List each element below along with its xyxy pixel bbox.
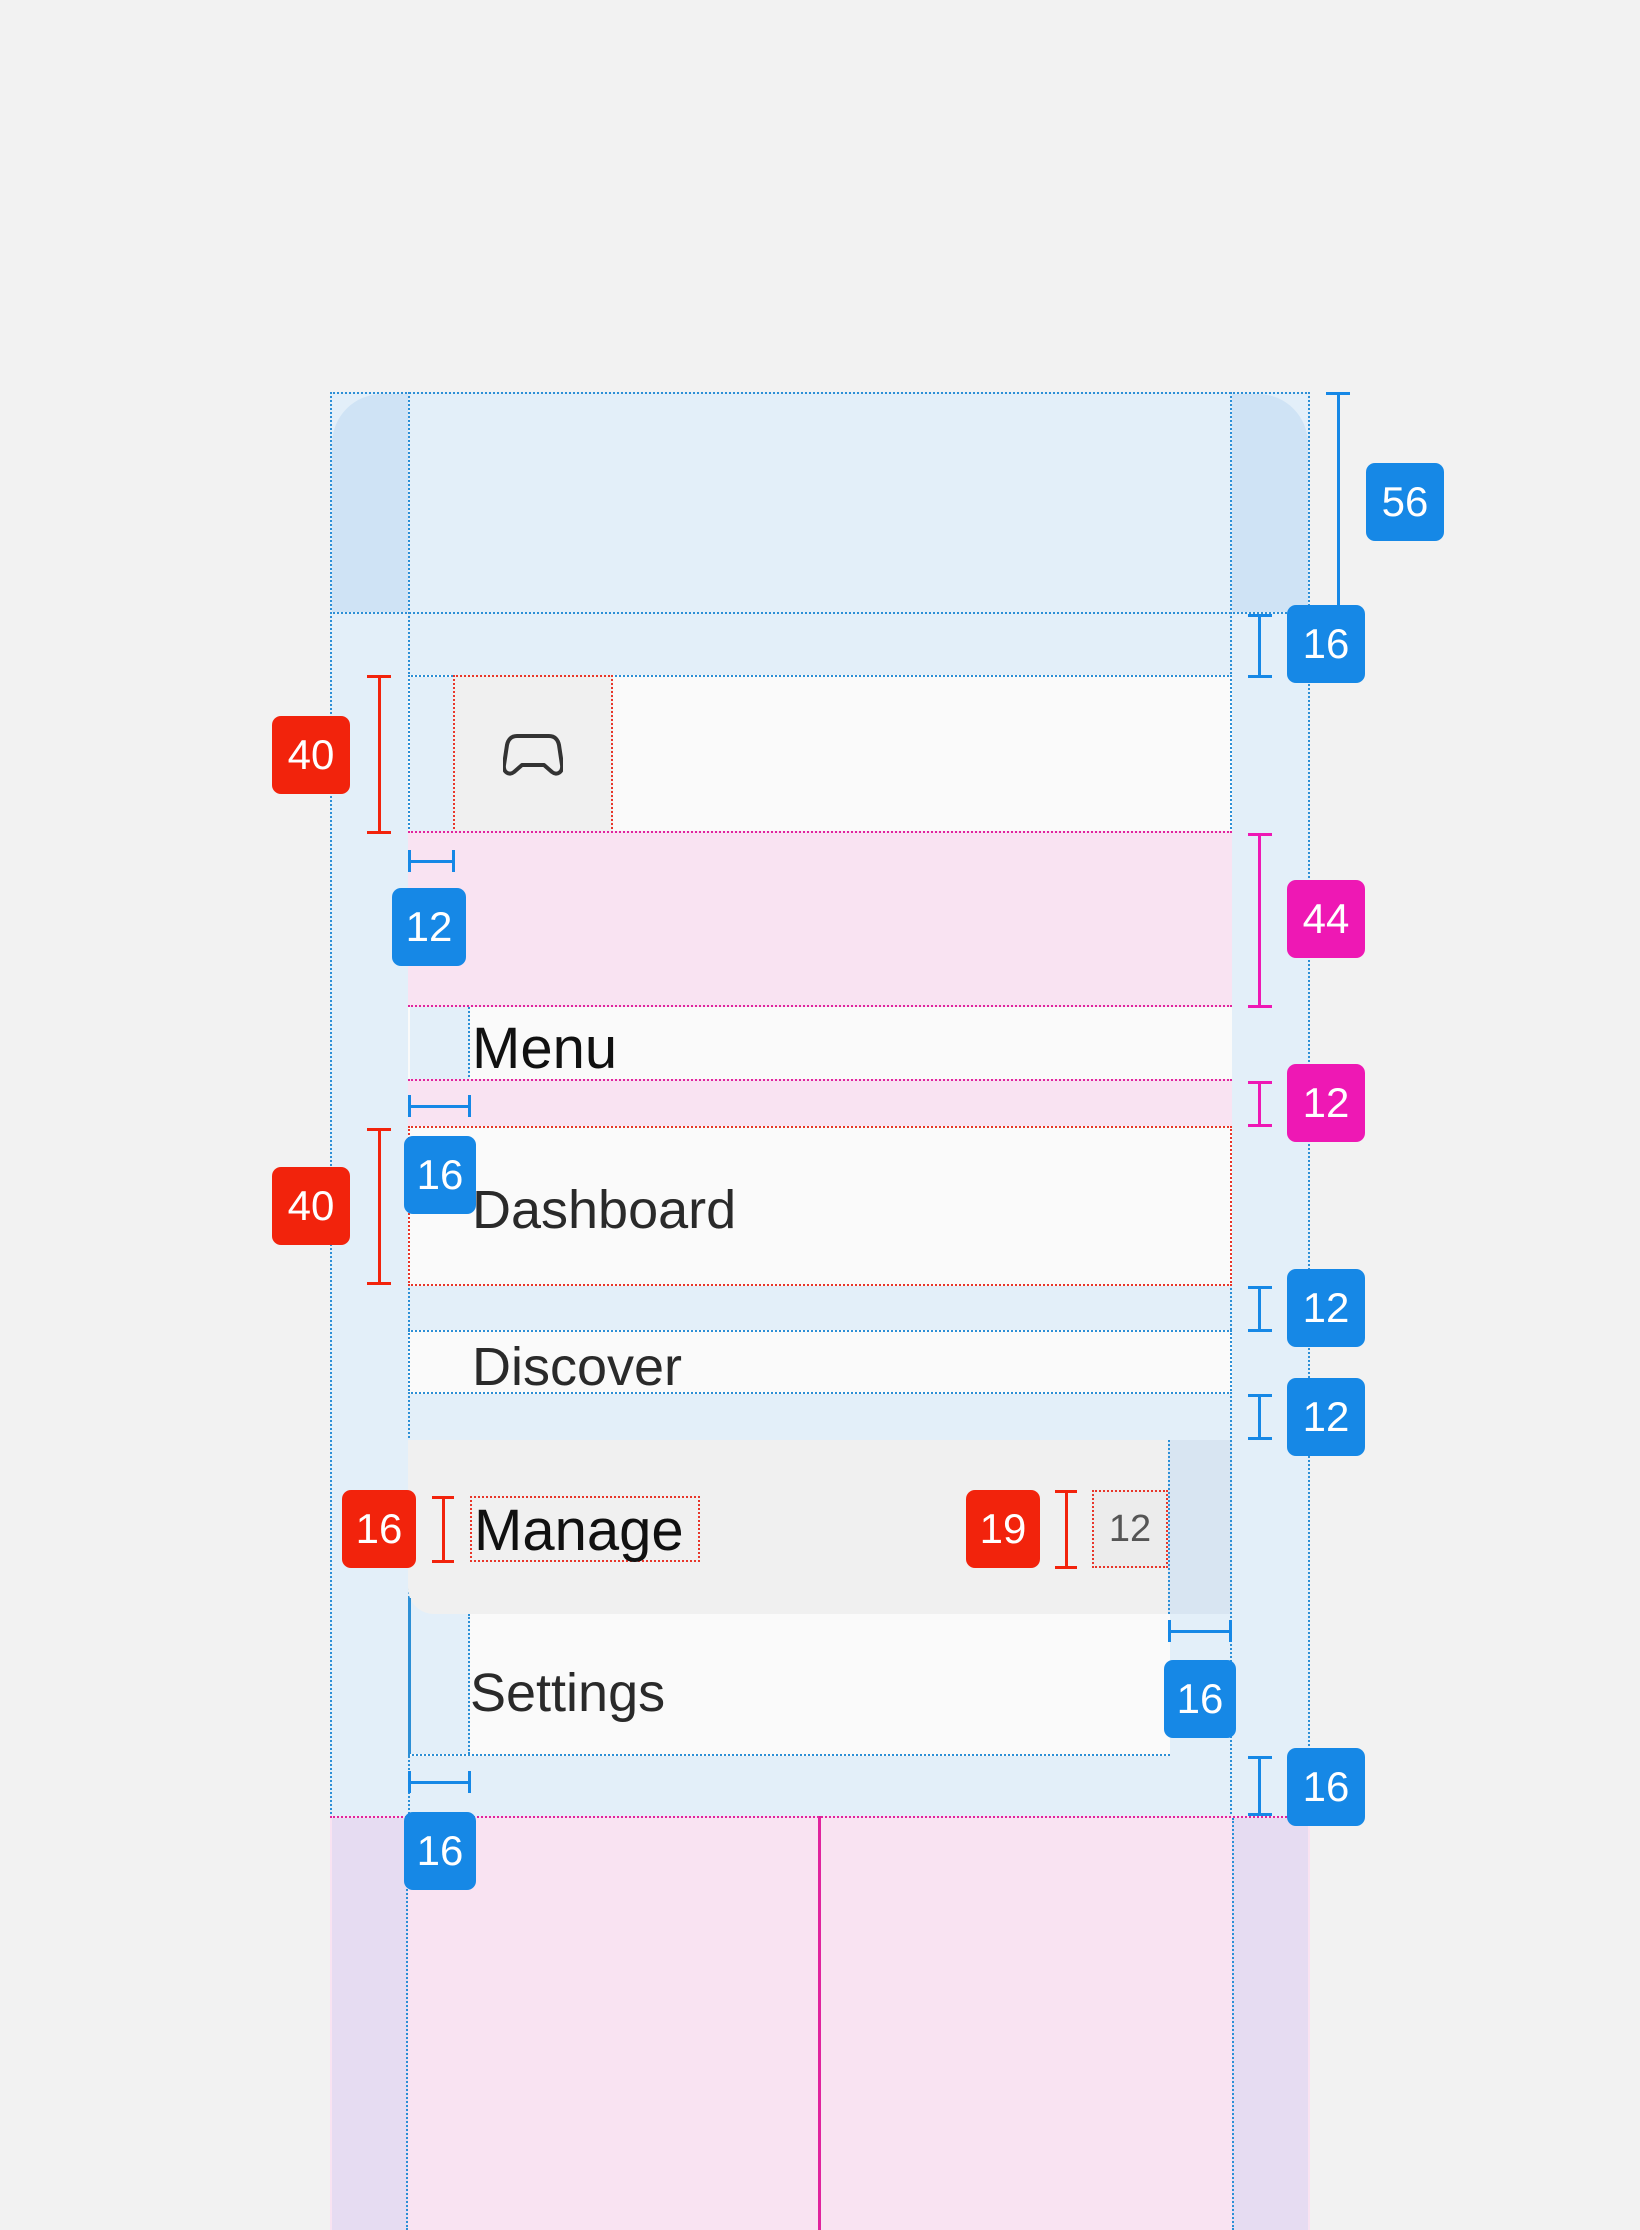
measure-logo-height-line xyxy=(378,675,381,833)
badge-bottom-inset: 16 xyxy=(404,1812,476,1890)
measure-section-gap-line xyxy=(1258,833,1261,1007)
header-right-padding xyxy=(1232,394,1308,612)
measure-bottom-gap-cap-bottom xyxy=(1248,1813,1272,1816)
measure-header-gap-cap-bottom xyxy=(1248,675,1272,678)
logo-box[interactable] xyxy=(453,675,613,833)
measure-heading-gap-line xyxy=(1258,1081,1261,1127)
badge-count-inset: 16 xyxy=(1164,1660,1236,1738)
measure-item-height-cap-bottom xyxy=(367,1282,391,1285)
heading-row xyxy=(408,1007,1232,1081)
nav-item-manage-label: Manage xyxy=(474,1498,684,1563)
badge-logo-inset: 12 xyxy=(392,888,466,966)
nav-item-discover-label: Discover xyxy=(472,1337,683,1397)
measure-item-inset-line xyxy=(408,1105,470,1108)
content-left-padding xyxy=(332,1818,408,2230)
section-heading: Menu xyxy=(472,1016,618,1081)
measure-item-gap2-cap-bottom xyxy=(1248,1437,1272,1440)
measure-item-inset-cap-left xyxy=(408,1095,411,1117)
manage-label-box: Manage xyxy=(470,1496,700,1562)
measure-item-gap1-line xyxy=(1258,1286,1261,1332)
measure-item-inset-cap-right xyxy=(468,1095,471,1117)
manage-count-box: 12 xyxy=(1092,1490,1168,1568)
measure-count-inset-line xyxy=(1168,1630,1232,1633)
measure-header-gap-cap-top xyxy=(1248,614,1272,617)
measure-logo-height-cap-bottom xyxy=(367,831,391,834)
sidebar-header xyxy=(330,392,1310,614)
measure-count-height-cap-bottom xyxy=(1055,1566,1077,1569)
measure-logo-inset-cap-right xyxy=(452,850,455,872)
badge-item-gap1: 12 xyxy=(1287,1269,1365,1347)
measure-logo-inset-cap-left xyxy=(408,850,411,872)
measure-header-height-cap xyxy=(1326,392,1350,395)
measure-item-gap2-cap-top xyxy=(1248,1394,1272,1397)
measure-bottom-gap-cap-top xyxy=(1248,1756,1272,1759)
measure-bottom-inset-line xyxy=(408,1781,470,1784)
header-gap-region xyxy=(408,612,1232,678)
badge-section-gap: 44 xyxy=(1287,880,1365,958)
measure-header-height-line xyxy=(1337,392,1340,612)
measure-section-gap-cap-top xyxy=(1248,833,1272,836)
measure-label-height-cap-top xyxy=(432,1496,454,1499)
left-padding-guide xyxy=(330,392,410,2230)
measure-count-height-line xyxy=(1065,1490,1068,1568)
item-gap-2 xyxy=(408,1392,1232,1442)
manage-count-badge: 12 xyxy=(1108,1508,1152,1550)
logo-left-inset xyxy=(410,677,454,831)
content-right-padding xyxy=(1232,1818,1308,2230)
section-gap-region xyxy=(408,831,1232,1007)
badge-item-height: 40 xyxy=(272,1167,350,1245)
measure-heading-gap-cap-top xyxy=(1248,1081,1272,1084)
measure-count-inset-cap-left xyxy=(1168,1620,1171,1642)
badge-bottom-gap: 16 xyxy=(1287,1748,1365,1826)
nav-item-discover[interactable]: Discover xyxy=(408,1330,1232,1394)
measure-bottom-gap-line xyxy=(1258,1756,1261,1816)
manage-right-inset xyxy=(1168,1440,1232,1614)
nav-item-manage[interactable]: Manage 12 xyxy=(408,1440,1232,1614)
measure-label-height-line xyxy=(442,1496,445,1562)
item-gap-1 xyxy=(408,1284,1232,1332)
measure-item-gap1-cap-bottom xyxy=(1248,1329,1272,1332)
nav-item-dashboard-label: Dashboard xyxy=(472,1180,737,1240)
gamepad-icon xyxy=(503,734,563,776)
badge-count-height: 19 xyxy=(966,1490,1040,1568)
content-center-line xyxy=(818,1816,821,2230)
measure-item-gap2-line xyxy=(1258,1394,1261,1440)
measure-logo-height-cap-top xyxy=(367,675,391,678)
measure-bottom-inset-cap-right xyxy=(468,1771,471,1793)
measure-count-height-cap-top xyxy=(1055,1490,1077,1493)
settings-left-edge xyxy=(408,1598,411,1754)
badge-heading-gap: 12 xyxy=(1287,1064,1365,1142)
header-left-padding xyxy=(332,394,408,612)
measure-header-gap-line xyxy=(1258,614,1261,676)
measure-section-gap-cap-bottom xyxy=(1248,1005,1272,1008)
badge-header-height: 56 xyxy=(1366,463,1444,541)
badge-header-gap: 16 xyxy=(1287,605,1365,683)
measure-item-height-cap-top xyxy=(367,1128,391,1131)
nav-item-settings[interactable]: Settings xyxy=(408,1614,1170,1756)
badge-item-inset: 16 xyxy=(404,1136,476,1214)
settings-left-inset xyxy=(410,1614,470,1754)
measure-bottom-inset-cap-left xyxy=(408,1771,411,1793)
heading-left-inset xyxy=(410,1007,470,1081)
nav-item-settings-label: Settings xyxy=(470,1663,666,1723)
measure-logo-inset-line xyxy=(408,860,454,863)
badge-item-gap2: 12 xyxy=(1287,1378,1365,1456)
nav-item-dashboard[interactable]: Dashboard xyxy=(408,1126,1232,1286)
measure-count-inset-cap-right xyxy=(1229,1620,1232,1642)
badge-label-height: 16 xyxy=(342,1490,416,1568)
heading-gap-region xyxy=(408,1079,1232,1127)
measure-label-height-cap-bottom xyxy=(432,1560,454,1563)
badge-logo-height: 40 xyxy=(272,716,350,794)
measure-item-gap1-cap-top xyxy=(1248,1286,1272,1289)
measure-heading-gap-cap-bottom xyxy=(1248,1124,1272,1127)
measure-item-height-line xyxy=(378,1128,381,1284)
